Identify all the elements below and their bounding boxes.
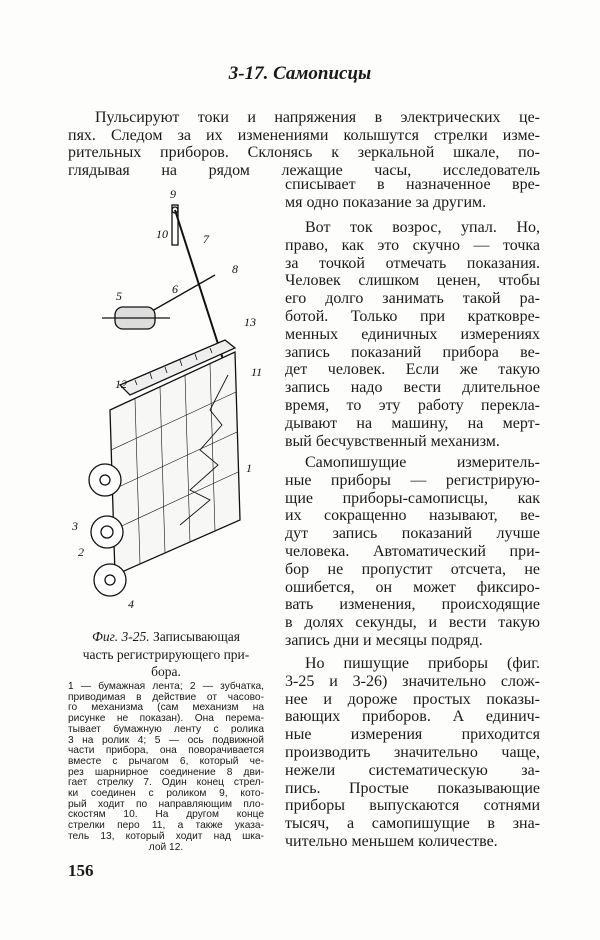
caption-text: Записывающая bbox=[152, 629, 240, 644]
recorded-trace bbox=[179, 374, 229, 526]
roller-3 bbox=[88, 463, 122, 497]
scale-ticks bbox=[134, 347, 213, 386]
text-line: мя одно показание за другим. bbox=[285, 193, 487, 211]
text-line: Но пишущие приборы (фиг. bbox=[305, 655, 540, 672]
caption-title-line: бора. bbox=[151, 664, 181, 679]
text-line: их сокращенно называют, ве- bbox=[285, 507, 540, 525]
text-line: ошибется, он может фиксиро- bbox=[285, 578, 540, 596]
text-line: запись дни и месяцы подряд. bbox=[285, 632, 483, 649]
text-line: вый бесчувственный механизм. bbox=[285, 432, 500, 450]
text-line: пись. Простые показывающие bbox=[285, 779, 540, 797]
text-line: рительных приборов. Склонясь к зеркально… bbox=[68, 144, 540, 162]
figure-label-2: 2 bbox=[78, 545, 84, 559]
text-line: запись надо вести длительное bbox=[285, 379, 540, 397]
legend-line: лой 12. bbox=[148, 841, 184, 853]
lever bbox=[144, 274, 216, 316]
figure-label-6: 6 bbox=[172, 282, 178, 296]
text-line: чительно меньшем количестве. bbox=[285, 833, 498, 850]
figure-label-11: 11 bbox=[251, 365, 262, 379]
text-line: вающих приборов. А единич- bbox=[285, 708, 540, 726]
text-line: ботой. Только при кратковре- bbox=[285, 308, 540, 325]
text-line: пях. Следом за их изменениями колышутся … bbox=[68, 126, 540, 144]
text-line: его долго занимать такой ра- bbox=[285, 290, 540, 308]
legend-line: го механизма (сам механизм на bbox=[68, 702, 264, 714]
text-line: глядывая на рядом лежащие часы, исследов… bbox=[68, 161, 540, 179]
text-line: дывают на машину, на мерт- bbox=[285, 414, 540, 432]
text-line: Пульсируют токи и напряжения в электриче… bbox=[95, 109, 540, 126]
text-line: ные приборы — регистрирую- bbox=[285, 471, 540, 489]
text-line: в долях секунды, и вести такую bbox=[285, 614, 540, 632]
text-line: бор не пропустит отсчета, не bbox=[285, 560, 540, 578]
text-line: Человек слишком ценен, чтобы bbox=[285, 272, 540, 290]
legend-line: ки соединен с роликом 9, кото- bbox=[68, 788, 264, 799]
guide-planes bbox=[171, 204, 179, 246]
legend-line: скостям 10. На другом конце bbox=[68, 809, 264, 821]
text-line: вать изменения, происходящие bbox=[285, 596, 540, 614]
text-line: Вот ток возрос, упал. Но, bbox=[305, 219, 540, 236]
legend-line: части прибора, она поворачивается bbox=[68, 745, 264, 757]
text-line: ные измерения приходится bbox=[285, 726, 540, 744]
section-title: 3-17. Самописцы bbox=[228, 63, 372, 84]
legend-line: тель 13, который ходит над шка- bbox=[68, 830, 264, 842]
legend-line: приводимая в действие от часово- bbox=[68, 691, 264, 703]
legend-line: стрелки перо 11, а также указа- bbox=[68, 820, 264, 832]
figure-label-8: 8 bbox=[232, 262, 238, 276]
paper-grid bbox=[110, 363, 239, 565]
figure-label-10: 10 bbox=[156, 227, 168, 241]
figure-label-5: 5 bbox=[116, 289, 122, 303]
text-line: нежели систематическую за- bbox=[285, 761, 540, 779]
text-line: человека. Автоматический при- bbox=[285, 543, 540, 560]
text-line: запись показаний прибора ве- bbox=[285, 343, 540, 361]
text-line: дет человек. Если же такую bbox=[285, 361, 540, 379]
figure-label-4: 4 bbox=[128, 597, 134, 611]
figure-label-3: 3 bbox=[71, 519, 78, 533]
text-line: дут запись показаний лучше bbox=[285, 525, 540, 543]
sprocket-2 bbox=[90, 515, 124, 549]
caption-title-line: Фиг. 3-25. Записывающая bbox=[68, 628, 264, 645]
text-line: щие приборы-самописцы, как bbox=[285, 489, 540, 507]
legend-line: рисунке не показан). Она перема- bbox=[68, 713, 264, 725]
text-line: производить значительно чаще, bbox=[285, 744, 540, 761]
figure-label-9: 9 bbox=[170, 187, 176, 201]
text-line: время, то эту работу перекла- bbox=[285, 397, 540, 414]
text-line: за точкой отмечать показания. bbox=[285, 254, 540, 272]
figure-label-13: 13 bbox=[244, 315, 256, 329]
legend-line: 1 — бумажная лента; 2 — зубчатка, bbox=[68, 681, 264, 692]
text-line: тысяч, а самопишущие в зна- bbox=[285, 815, 540, 833]
legend-line: тывает бумажную ленту с ролика bbox=[68, 723, 264, 735]
page-number: 156 bbox=[68, 861, 94, 880]
legend-line: гает стрелку 7. Один конец стрел- bbox=[68, 777, 264, 789]
legend-line: 3 на ролик 4; 5 — ось подвижной bbox=[68, 734, 264, 746]
text-line: нее и дороже простых показы- bbox=[285, 690, 540, 708]
text-line: 3-25 и 3-26) значительно слож- bbox=[285, 672, 540, 690]
text-line: Самопишущие измеритель- bbox=[305, 454, 540, 471]
scale bbox=[118, 339, 237, 396]
figure-label-12: 12 bbox=[115, 377, 127, 391]
roller-4 bbox=[93, 563, 127, 597]
text-line: менных единичных измерениях bbox=[285, 325, 540, 343]
legend-line: рез шарнирное соединение 8 дви- bbox=[68, 766, 264, 778]
legend-line: вместе с рычагом 6, который че- bbox=[68, 755, 264, 767]
figure-label-1: 1 bbox=[246, 461, 252, 475]
text-line: списывает в назначенное вре- bbox=[285, 176, 540, 193]
caption-figure-number: Фиг. 3-25. bbox=[92, 629, 150, 644]
text-line: приборы выпускаются сотнями bbox=[285, 797, 540, 815]
legend-line: рый ходит по направляющим пло- bbox=[68, 798, 264, 810]
figure-label-7: 7 bbox=[203, 232, 210, 246]
caption-title-line: часть регистрирующего при- bbox=[82, 647, 250, 662]
text-line: право, как это скучно — точка bbox=[285, 236, 540, 254]
